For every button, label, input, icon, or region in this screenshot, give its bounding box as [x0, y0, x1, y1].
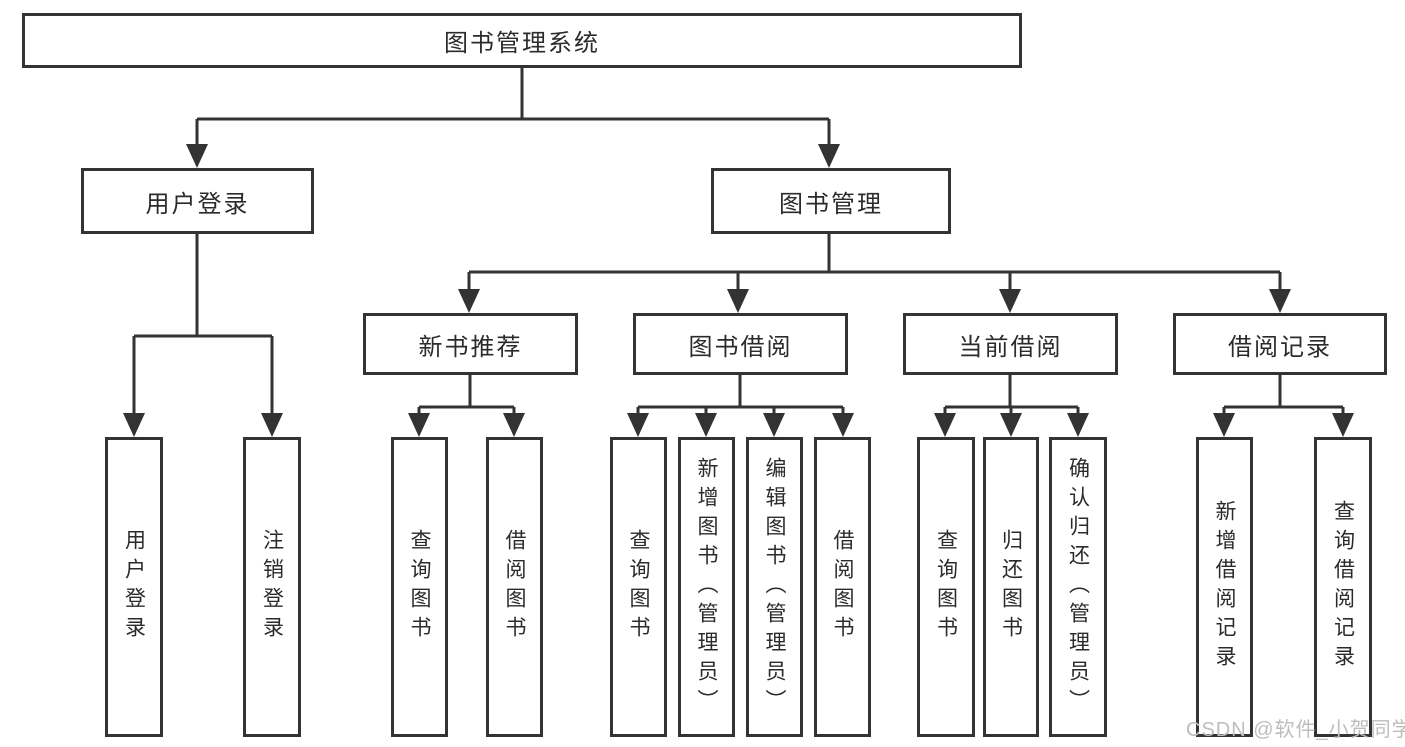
leaf-return-book: 归还图书 [983, 437, 1039, 737]
node-borrow-records: 借阅记录 [1173, 313, 1387, 375]
leaf-add-borrow-record: 新增借阅记录 [1196, 437, 1253, 737]
node-book-borrow: 图书借阅 [633, 313, 848, 375]
leaf-query-borrow-record: 查询借阅记录 [1314, 437, 1372, 737]
node-book-management: 图书管理 [711, 168, 951, 234]
node-root: 图书管理系统 [22, 13, 1022, 68]
leaf-add-book-admin: 新增图书（管理员） [678, 437, 735, 737]
leaf-borrow-books-2: 借阅图书 [814, 437, 871, 737]
leaf-confirm-return-admin: 确认归还（管理员） [1049, 437, 1107, 737]
leaf-borrow-books-1: 借阅图书 [486, 437, 543, 737]
node-user-login: 用户登录 [81, 168, 314, 234]
leaf-query-books-3: 查询图书 [917, 437, 975, 737]
leaf-logout: 注销登录 [243, 437, 301, 737]
csdn-watermark: CSDN @软件_小贺同学 [1186, 719, 1405, 741]
leaf-edit-book-admin: 编辑图书（管理员） [746, 437, 803, 737]
leaf-query-books-2: 查询图书 [610, 437, 667, 737]
node-current-borrow: 当前借阅 [903, 313, 1118, 375]
leaf-user-login: 用户登录 [105, 437, 163, 737]
leaf-query-books-1: 查询图书 [391, 437, 448, 737]
node-new-book-recommend: 新书推荐 [363, 313, 578, 375]
